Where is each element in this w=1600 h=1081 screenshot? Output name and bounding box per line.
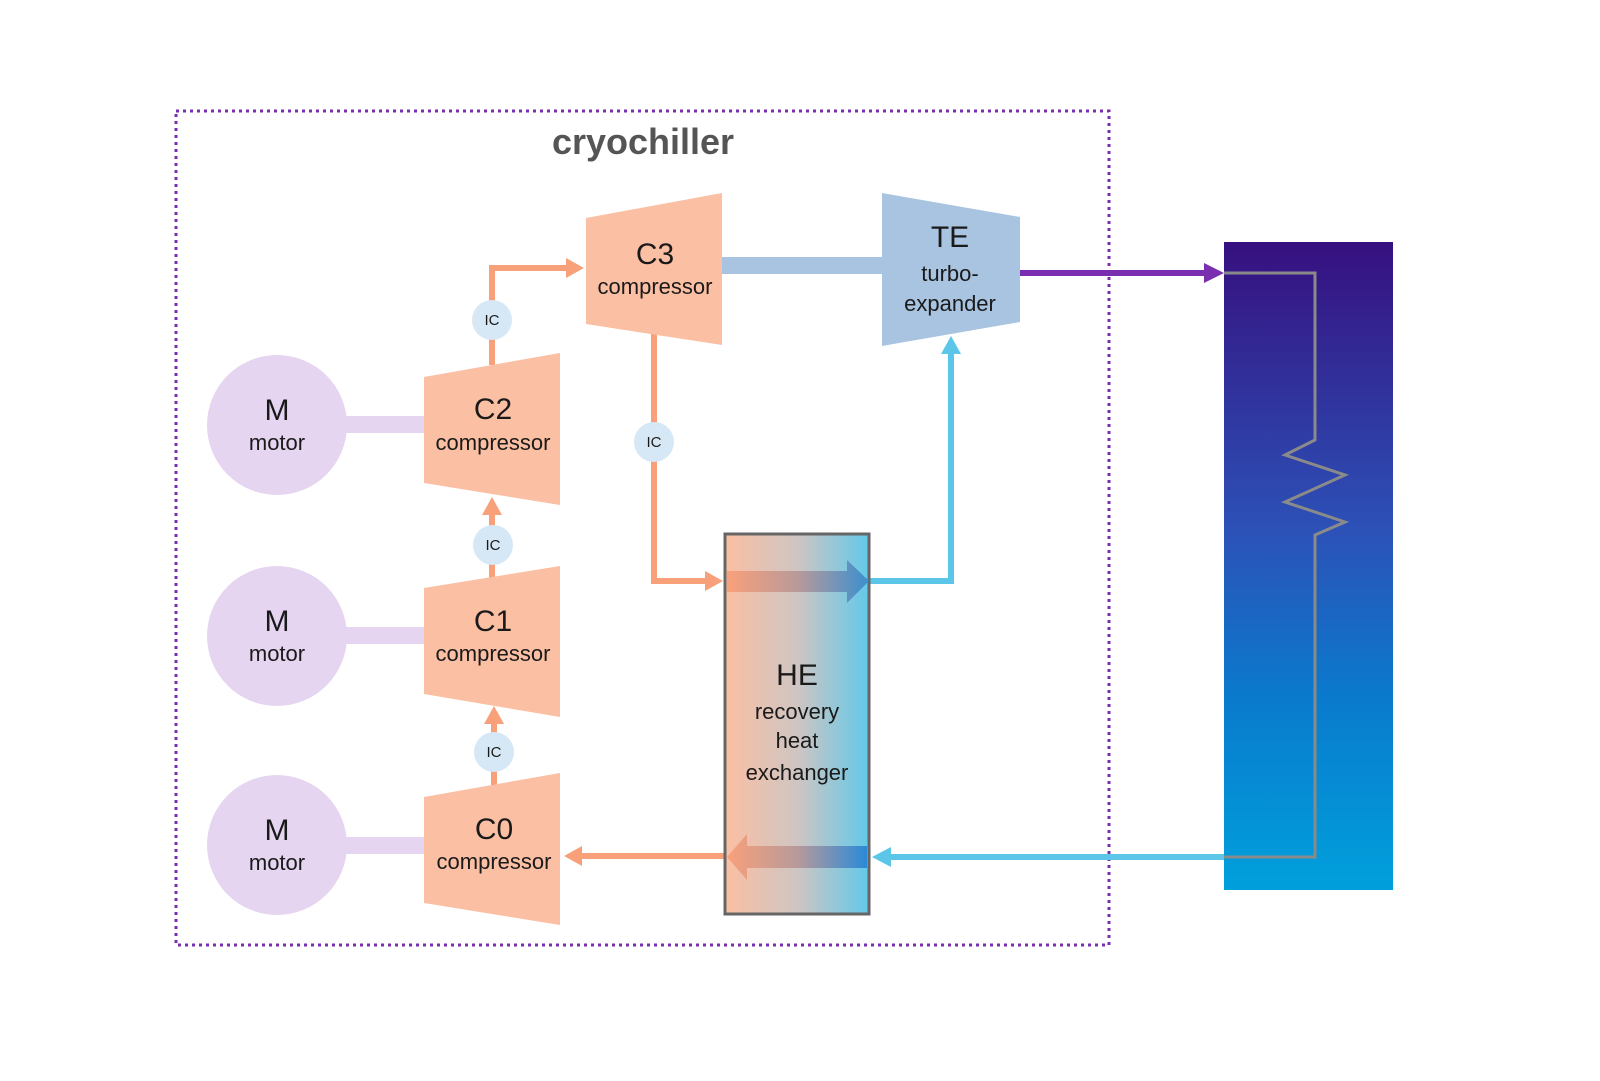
intercooler-circle (473, 525, 513, 565)
motor-id: M (265, 605, 290, 638)
compressor-id: C0 (475, 813, 513, 846)
intercooler-circle (634, 422, 674, 462)
turbo-expander-shape (882, 193, 1020, 346)
flow-he-to-te (868, 352, 954, 584)
cooling-load (1224, 242, 1393, 890)
intercooler-label: IC (487, 744, 502, 761)
motor-id: M (265, 814, 290, 847)
motor-name: motor (249, 850, 305, 875)
heat-exchanger-line3: exchanger (746, 760, 849, 785)
arrowhead-te-in (941, 336, 961, 354)
compressor-name: compressor (436, 430, 551, 455)
intercooler-c3-he: IC (634, 422, 674, 462)
compressor-name: compressor (598, 274, 713, 299)
arrowhead-c1-in (484, 706, 504, 724)
compressor-id: C1 (474, 605, 512, 638)
cooling-load-block (1224, 242, 1393, 890)
compressor-shape (424, 566, 560, 717)
compressor-name: compressor (436, 641, 551, 666)
compressor-c0: C0 compressor (424, 773, 560, 925)
compressor-name: compressor (437, 849, 552, 874)
cold-flow-arrowheads (872, 336, 961, 867)
heat-exchanger-line1: recovery (755, 699, 839, 724)
hot-flow-arrowheads (482, 258, 723, 866)
motor-name: motor (249, 430, 305, 455)
hot-flow-lines (489, 265, 725, 859)
turbo-expander: TE turbo- expander (882, 193, 1020, 346)
arrowhead-c0-in (564, 846, 582, 866)
motor-id: M (265, 394, 290, 427)
shaft-c0 (345, 837, 427, 854)
intercooler-c0-c1: IC (474, 732, 514, 772)
title: cryochiller (552, 121, 734, 162)
heat-exchanger: HE recovery heat exchanger (723, 532, 871, 916)
arrowhead-load-in (1204, 263, 1224, 283)
intercooler-c2-c3: IC (472, 300, 512, 340)
arrowhead-he-in (705, 571, 723, 591)
heat-exchanger-id: HE (776, 659, 818, 692)
heat-exchanger-line2: heat (776, 728, 819, 753)
arrowhead-he-cold-in (872, 847, 891, 867)
cryochiller-boundary (174, 109, 1111, 947)
turbo-expander-line1: turbo- (921, 261, 978, 286)
turbo-expander-id: TE (931, 221, 969, 254)
motor-c2: M motor (207, 355, 347, 495)
motor-c1: M motor (207, 566, 347, 706)
motor-circle (207, 775, 347, 915)
compressor-c2: C2 compressor (424, 353, 560, 505)
turbo-expander-line2: expander (904, 291, 996, 316)
compressor-c3: C3 compressor (586, 193, 722, 345)
compressor-shape (586, 193, 722, 345)
shaft-c1 (345, 627, 427, 644)
motor-circle (207, 355, 347, 495)
intercooler-label: IC (485, 312, 500, 329)
intercooler-circle (472, 300, 512, 340)
he-cold-to-hot-arrow (727, 834, 867, 880)
pipe-c3-te (720, 257, 885, 274)
compressor-id: C3 (636, 238, 674, 271)
flow-c3-to-he (651, 332, 708, 584)
arrowhead-c2-in (482, 497, 502, 515)
motor-c0: M motor (207, 775, 347, 915)
compressor-c1: C1 compressor (424, 566, 560, 717)
intercooler-label: IC (486, 537, 501, 554)
motor-circle (207, 566, 347, 706)
shaft-c2 (345, 416, 427, 433)
intercooler-label: IC (647, 434, 662, 451)
compressor-id: C2 (474, 393, 512, 426)
he-hot-to-cold-arrow (727, 560, 869, 603)
compressor-shape (424, 773, 560, 925)
compressor-shape (424, 353, 560, 505)
intercooler-circle (474, 732, 514, 772)
arrowhead-c3-in (566, 258, 584, 278)
cold-flow-lines (868, 352, 1226, 860)
cooling-coil (1224, 271, 1350, 859)
motor-name: motor (249, 641, 305, 666)
intercooler-c1-c2: IC (473, 525, 513, 565)
